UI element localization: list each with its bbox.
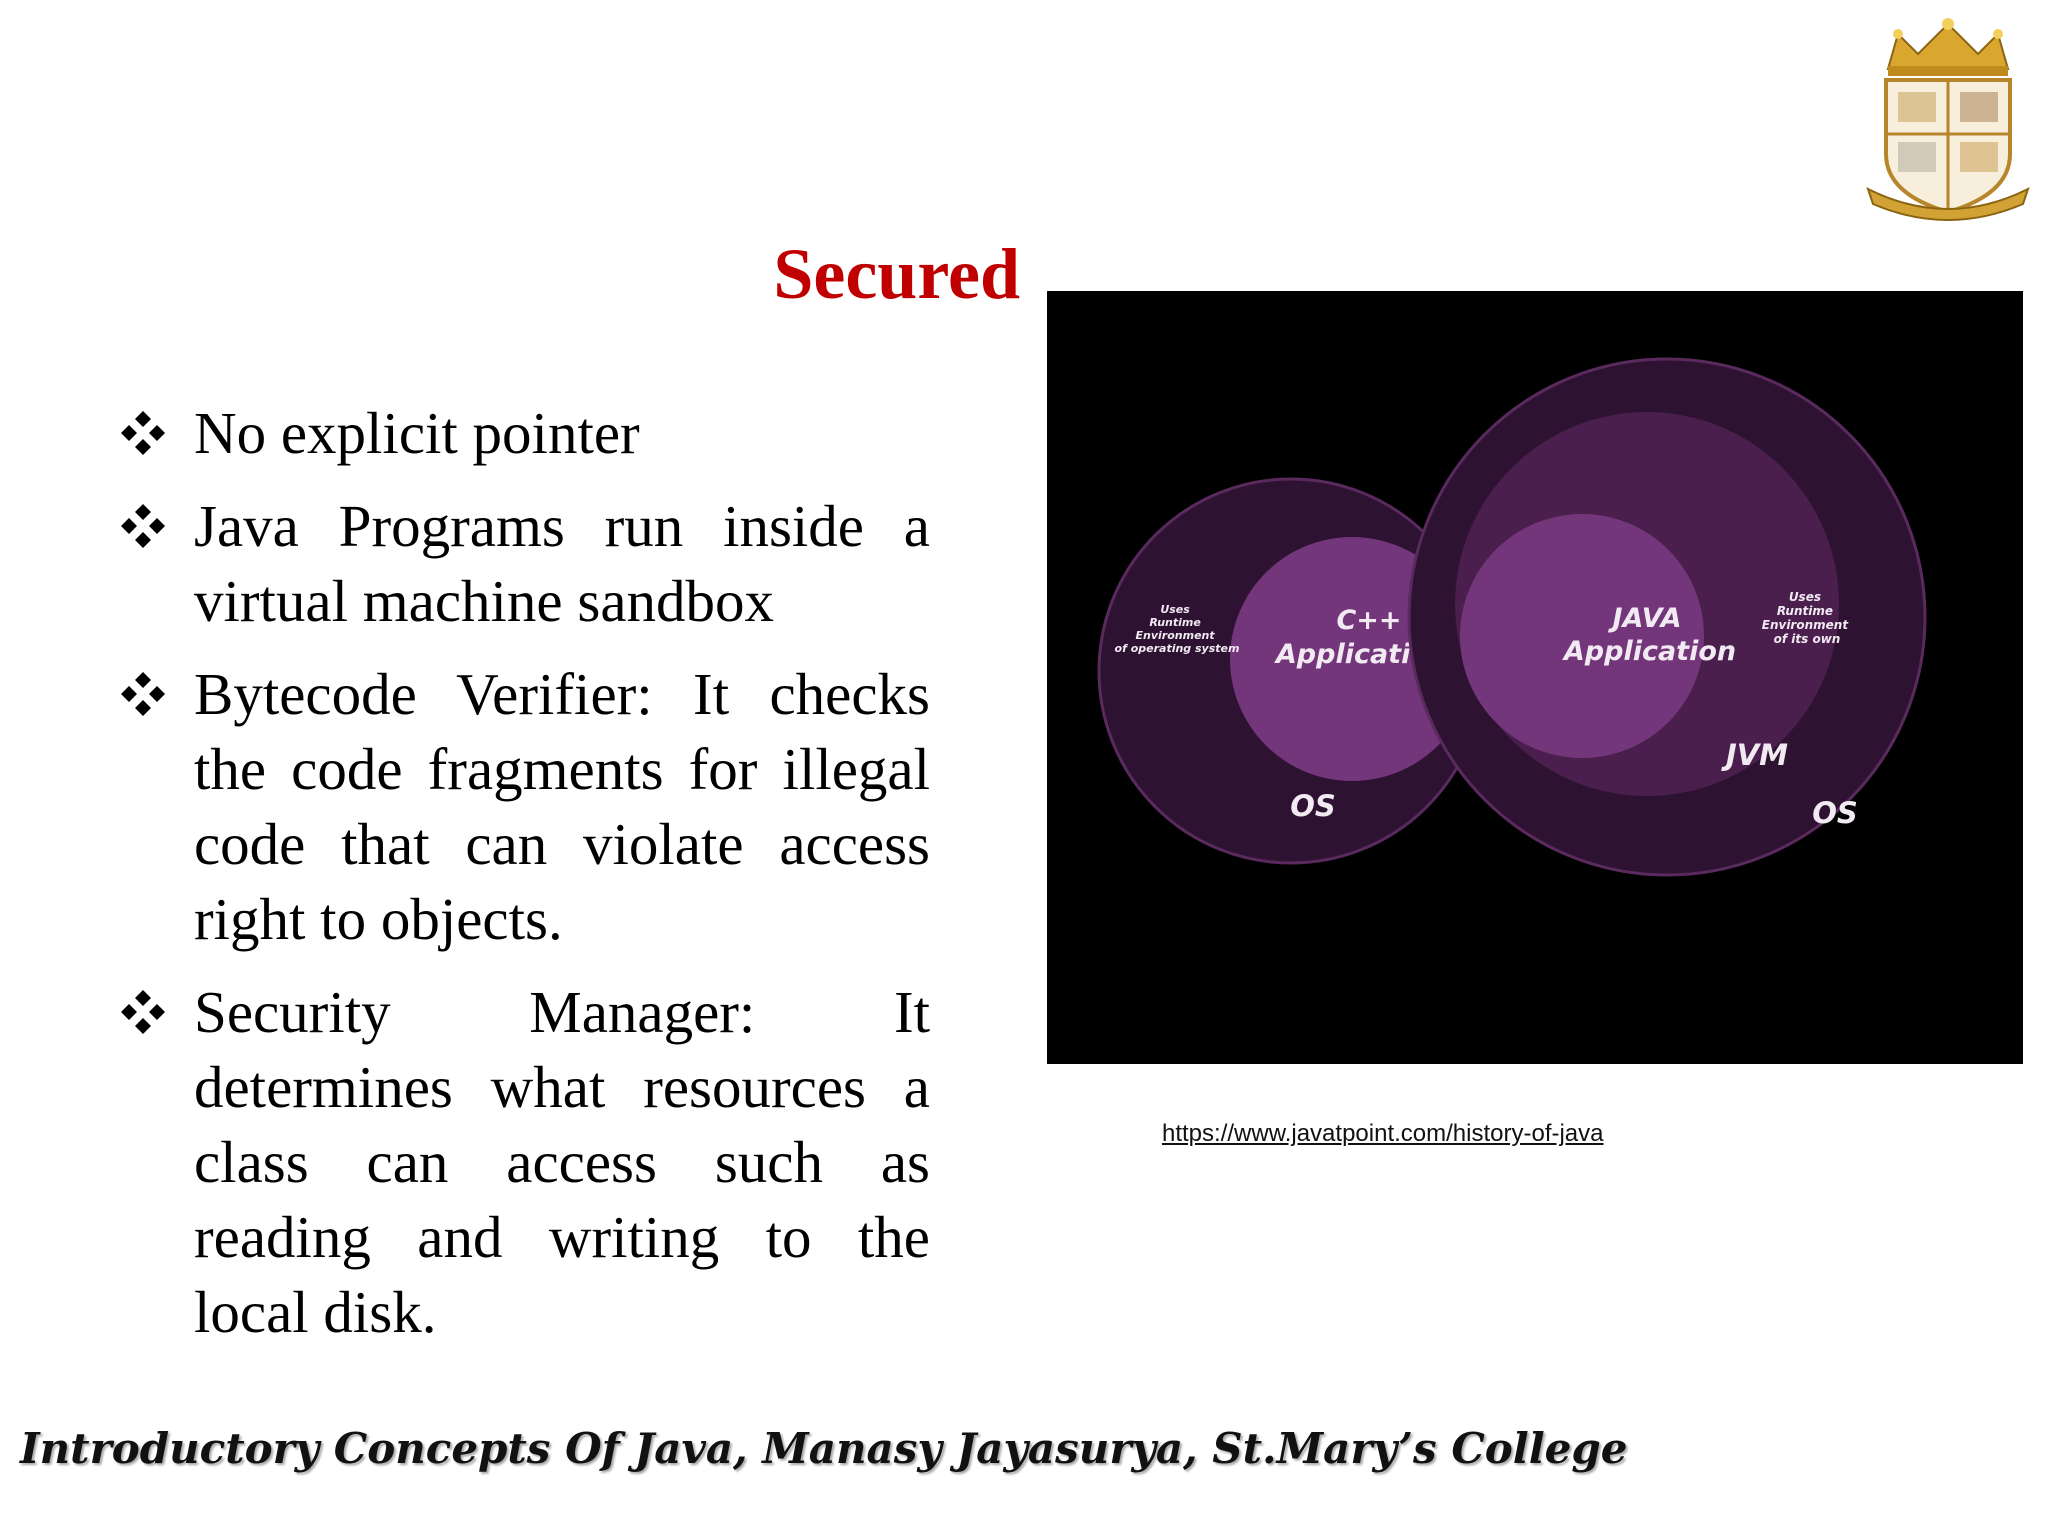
cpp-note: Uses Runtime Environment of operating sy… — [1115, 603, 1240, 655]
bullet-text: Bytecode Verifier: It checks the code fr… — [194, 661, 930, 952]
four-diamond-icon — [121, 411, 165, 455]
bullet-item: Bytecode Verifier: It checks the code fr… — [118, 657, 930, 957]
jvm-label: JVM — [1721, 738, 1788, 772]
java-application-circle — [1460, 514, 1704, 758]
four-diamond-icon — [121, 672, 165, 716]
bullet-text: No explicit pointer — [194, 400, 640, 466]
java-os-label: OS — [1812, 796, 1858, 830]
four-diamond-icon — [121, 504, 165, 548]
source-link[interactable]: https://www.javatpoint.com/history-of-ja… — [1162, 1120, 1604, 1147]
runtime-environment-diagram: Uses Runtime Environment of operating sy… — [1047, 291, 2023, 1064]
bullet-item: Security Manager: It determines what res… — [118, 975, 930, 1350]
bullet-text: Java Programs run inside a virtual machi… — [194, 493, 930, 634]
crown-icon — [1886, 18, 2010, 76]
college-crest-logo — [1858, 14, 2038, 224]
java-note: Uses Runtime Environment of its own — [1762, 590, 1853, 646]
cpp-app-label-line1: C++ — [1336, 605, 1401, 636]
java-diagram: JAVA Application Uses Runtime Environmen… — [1407, 357, 1927, 877]
java-app-label-line1: JAVA — [1607, 603, 1681, 634]
slide-title: Secured — [773, 234, 1020, 314]
four-diamond-icon — [121, 990, 165, 1034]
slide-footer: Introductory Concepts Of Java, Manasy Ja… — [20, 1424, 1628, 1473]
cpp-os-label: OS — [1290, 789, 1336, 823]
bullet-list: No explicit pointer Java Programs run in… — [118, 396, 930, 1368]
bullet-item: Java Programs run inside a virtual machi… — [118, 489, 930, 639]
java-app-label-line2: Application — [1562, 636, 1736, 667]
bullet-item: No explicit pointer — [118, 396, 930, 471]
bullet-text: Security Manager: It determines what res… — [194, 979, 930, 1345]
